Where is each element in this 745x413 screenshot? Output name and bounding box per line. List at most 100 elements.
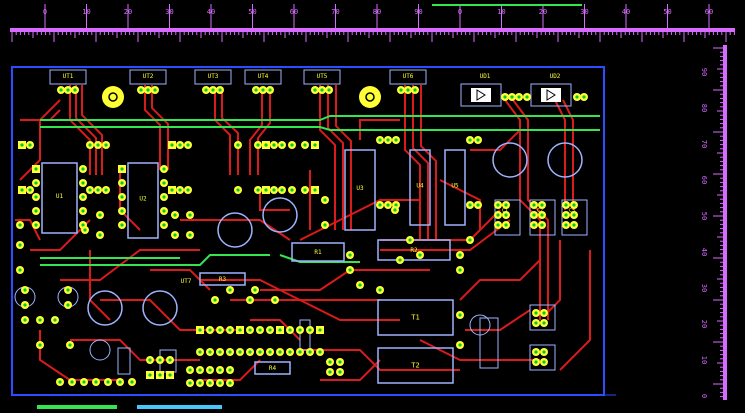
pad-hole [18, 243, 22, 247]
regulator-footprint[interactable] [129, 69, 167, 85]
pad-hole [198, 328, 202, 332]
pad-hole [261, 88, 265, 92]
capacitor-label: C1 [502, 208, 508, 214]
regulator-footprint[interactable] [244, 69, 282, 85]
electrolytic-capacitor[interactable] [142, 290, 178, 326]
resistor-footprint[interactable] [479, 317, 499, 369]
small-capacitor[interactable] [89, 339, 111, 361]
pad-hole [264, 188, 268, 192]
pad-hole [273, 298, 277, 302]
ic-footprint[interactable] [41, 162, 78, 234]
ruler-top-label: 0 [458, 8, 462, 16]
pad-hole [162, 223, 166, 227]
board-outline[interactable] [11, 66, 605, 396]
pad-hole [496, 213, 500, 217]
resistor-footprint[interactable] [291, 242, 345, 262]
pad-hole [318, 328, 322, 332]
ruler-top-label: 30 [580, 8, 588, 16]
pad-hole [542, 321, 546, 325]
electrolytic-capacitor[interactable] [547, 142, 583, 178]
pad-hole [564, 213, 568, 217]
top-layer-tab[interactable] [37, 405, 117, 409]
transformer-footprint[interactable] [377, 347, 454, 384]
connector-footprint[interactable] [529, 344, 556, 371]
connector-footprint[interactable] [529, 304, 556, 331]
regulator-footprint[interactable] [49, 69, 87, 85]
green-bus-line [279, 254, 360, 263]
ic-footprint[interactable] [444, 149, 466, 226]
pad-hole [218, 328, 222, 332]
resistor-footprint[interactable] [254, 361, 291, 375]
pad-hole [96, 143, 100, 147]
trimpot[interactable] [102, 86, 124, 108]
copper-trace [180, 219, 291, 241]
pad-hole [148, 358, 152, 362]
copper-trace [320, 359, 381, 381]
transformer-footprint[interactable] [377, 299, 454, 336]
pad-hole [496, 223, 500, 227]
diode-body [541, 88, 561, 102]
pad-hole [386, 138, 390, 142]
ic-footprint[interactable] [127, 162, 159, 239]
diode-footprint[interactable] [530, 83, 572, 107]
electrolytic-capacitor[interactable] [262, 197, 298, 233]
pads[interactable] [16, 86, 588, 387]
pad-hole [28, 143, 32, 147]
pad-hole [280, 188, 284, 192]
pad-hole [81, 209, 85, 213]
ruler-top-label: 60 [705, 8, 713, 16]
pad-hole [303, 188, 307, 192]
ic-footprint[interactable] [344, 149, 376, 231]
pad-hole [408, 238, 412, 242]
electrolytic-capacitor[interactable] [492, 142, 528, 178]
pad-hole [198, 381, 202, 385]
pad-hole [572, 203, 576, 207]
regulator-label: UT6 [403, 73, 414, 80]
resistor-footprint[interactable] [299, 319, 311, 351]
regulator-footprint[interactable] [389, 69, 427, 85]
copper-trace [230, 299, 400, 321]
pad-hole [198, 350, 202, 354]
pad-hole [308, 350, 312, 354]
ruler-right-label: 90 [700, 68, 708, 76]
pad-hole [81, 167, 85, 171]
pad-hole [82, 380, 86, 384]
pad-hole [268, 88, 272, 92]
pad-hole [23, 318, 27, 322]
pad-hole [34, 181, 38, 185]
pad-hole [204, 88, 208, 92]
regulator-footprint[interactable] [194, 69, 232, 85]
ruler-right-label: 30 [700, 284, 708, 292]
copper-trace [69, 85, 91, 175]
pad-hole [323, 198, 327, 202]
transformer-label: T1 [411, 314, 419, 322]
diode-symbol-icon [476, 89, 486, 101]
pad-hole [88, 188, 92, 192]
ic-footprint[interactable] [409, 149, 431, 226]
pad-hole [34, 167, 38, 171]
electrolytic-capacitor[interactable] [217, 212, 253, 248]
pad-hole [208, 328, 212, 332]
connector-footprint[interactable] [529, 199, 556, 236]
ic-label: U2 [139, 196, 147, 203]
copper-trace [260, 269, 430, 291]
regulator-footprint[interactable] [303, 69, 341, 85]
trimpot[interactable] [359, 86, 381, 108]
pad-hole [532, 213, 536, 217]
pad-hole [303, 143, 307, 147]
ground-bus[interactable] [40, 115, 600, 266]
diode-footprint[interactable] [460, 83, 502, 107]
resistor-footprint[interactable] [199, 272, 246, 286]
bottom-layer-tab[interactable] [137, 405, 222, 409]
electrolytic-capacitor[interactable] [87, 290, 123, 326]
connector-footprint[interactable] [561, 199, 588, 236]
pad-hole [236, 188, 240, 192]
pad-hole [248, 298, 252, 302]
ruler-top-label: 50 [248, 8, 256, 16]
resistor-footprint[interactable] [117, 347, 131, 375]
